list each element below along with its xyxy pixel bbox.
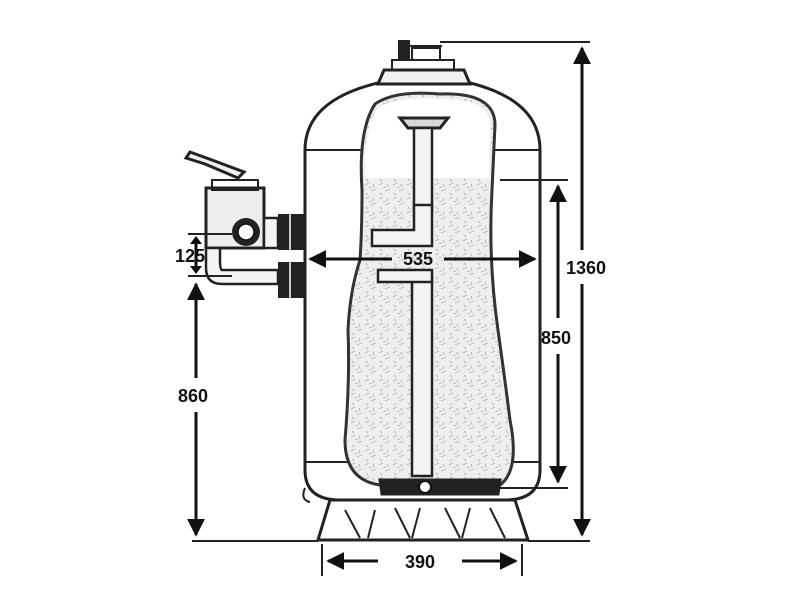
label-connection-spacing: 125 [175,246,205,266]
label-tank-width: 535 [403,249,433,269]
label-connection-height: 860 [178,386,208,406]
label-base-width: 390 [405,552,435,572]
label-media-height: 850 [541,328,571,348]
dimension-total-height: 1360 [440,41,606,542]
dimension-connection-height: 860 [178,282,318,542]
dimension-tank-width: 535 [308,249,537,269]
dimension-media-height: 850 [500,179,571,489]
dimension-base-width: 390 [321,544,523,576]
internal-pipework [370,116,502,496]
label-total-height: 1360 [566,258,606,278]
dimension-connection-spacing: 125 [175,233,232,277]
multiport-valve [183,150,304,298]
tank-lid [375,40,473,86]
